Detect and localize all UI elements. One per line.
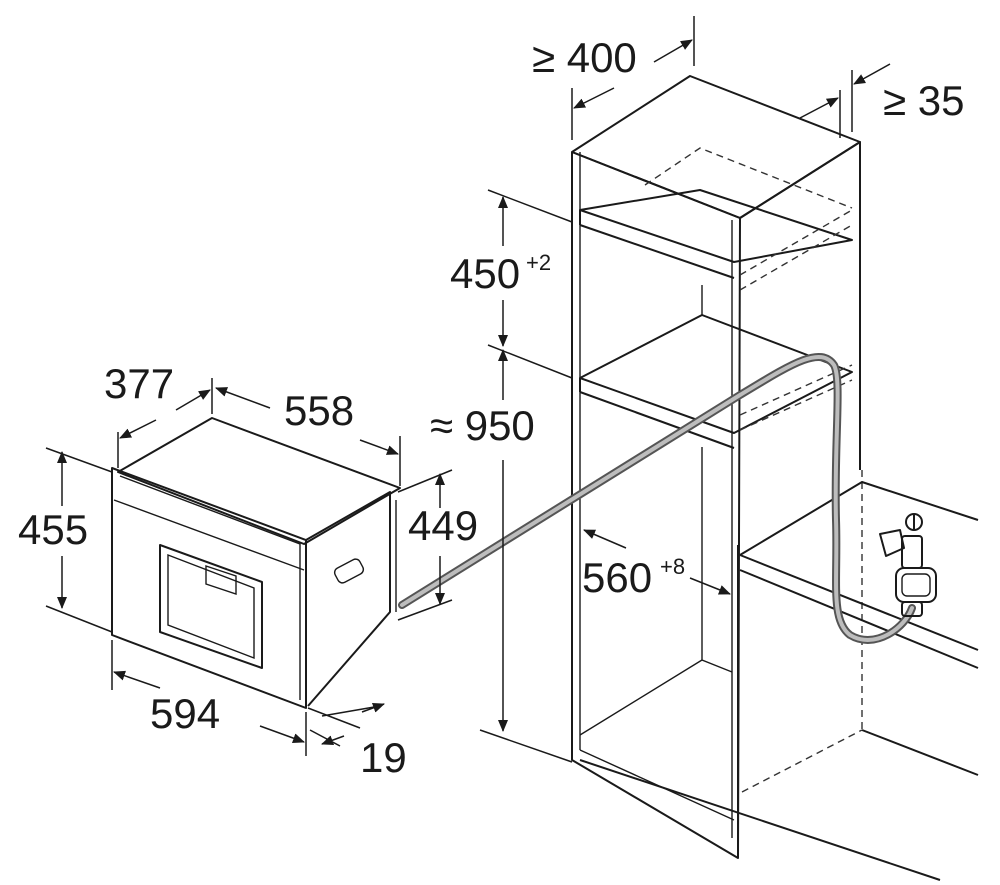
svg-text:560: 560 [582, 554, 652, 601]
dimension-lines [45, 16, 891, 763]
worktop [579, 481, 979, 881]
appliance-body-depth-label: 558 [284, 387, 354, 434]
front-offset-label: 19 [360, 734, 407, 781]
floor-height-label: ≈ 950 [430, 402, 535, 449]
niche-width-label: 560 +8 [582, 554, 685, 601]
coffee-machine [111, 417, 401, 709]
appliance-body-height-label: 449 [408, 502, 478, 549]
svg-text:450: 450 [450, 250, 520, 297]
tall-cabinet [571, 75, 863, 859]
svg-text:+8: +8 [660, 554, 685, 579]
cabinet-depth-label: ≥ 400 [532, 34, 637, 81]
svg-text:+2: +2 [526, 250, 551, 275]
niche-height-label: 450 +2 [450, 250, 551, 297]
appliance-height-label: 455 [18, 506, 88, 553]
water-hose [398, 352, 916, 644]
appliance-depth-label: 377 [104, 360, 174, 407]
side-gap-label: ≥ 35 [883, 77, 964, 124]
water-tap-icon [879, 513, 937, 617]
appliance-width-label: 594 [150, 690, 220, 737]
